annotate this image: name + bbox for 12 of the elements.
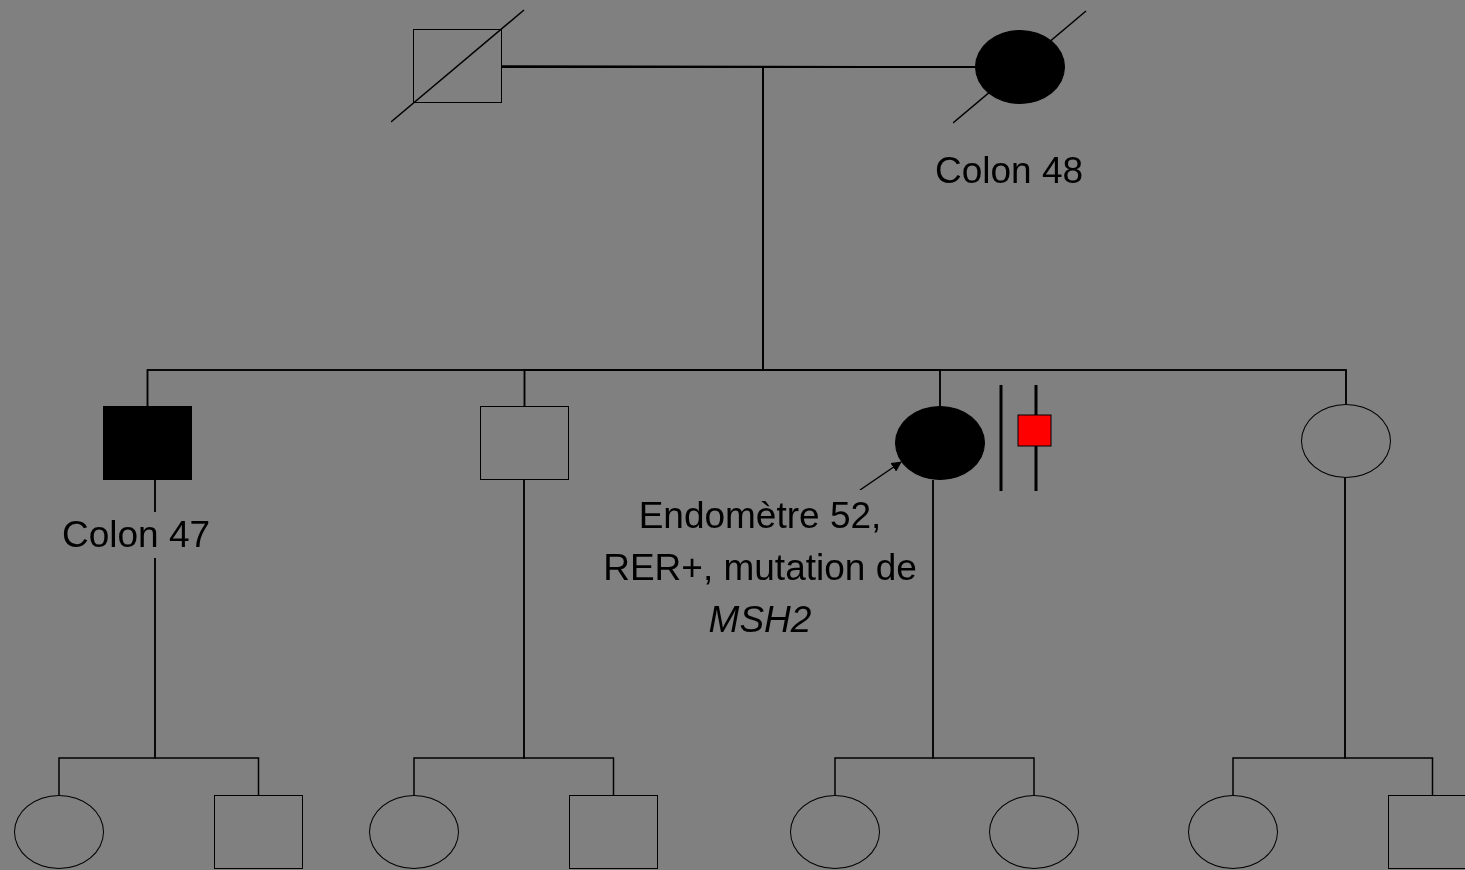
pedigree-line <box>932 479 1035 796</box>
pedigree-line <box>762 66 1347 405</box>
affected-male-square <box>103 406 192 480</box>
pedigree-line <box>1344 477 1434 796</box>
male-square <box>214 795 303 869</box>
male-square <box>1388 795 1465 869</box>
male-square <box>413 29 502 103</box>
male-square <box>569 795 658 869</box>
male-square <box>480 406 569 480</box>
pedigree-line <box>523 479 615 796</box>
leader-arrow <box>859 461 902 491</box>
pedigree-line <box>154 479 260 796</box>
